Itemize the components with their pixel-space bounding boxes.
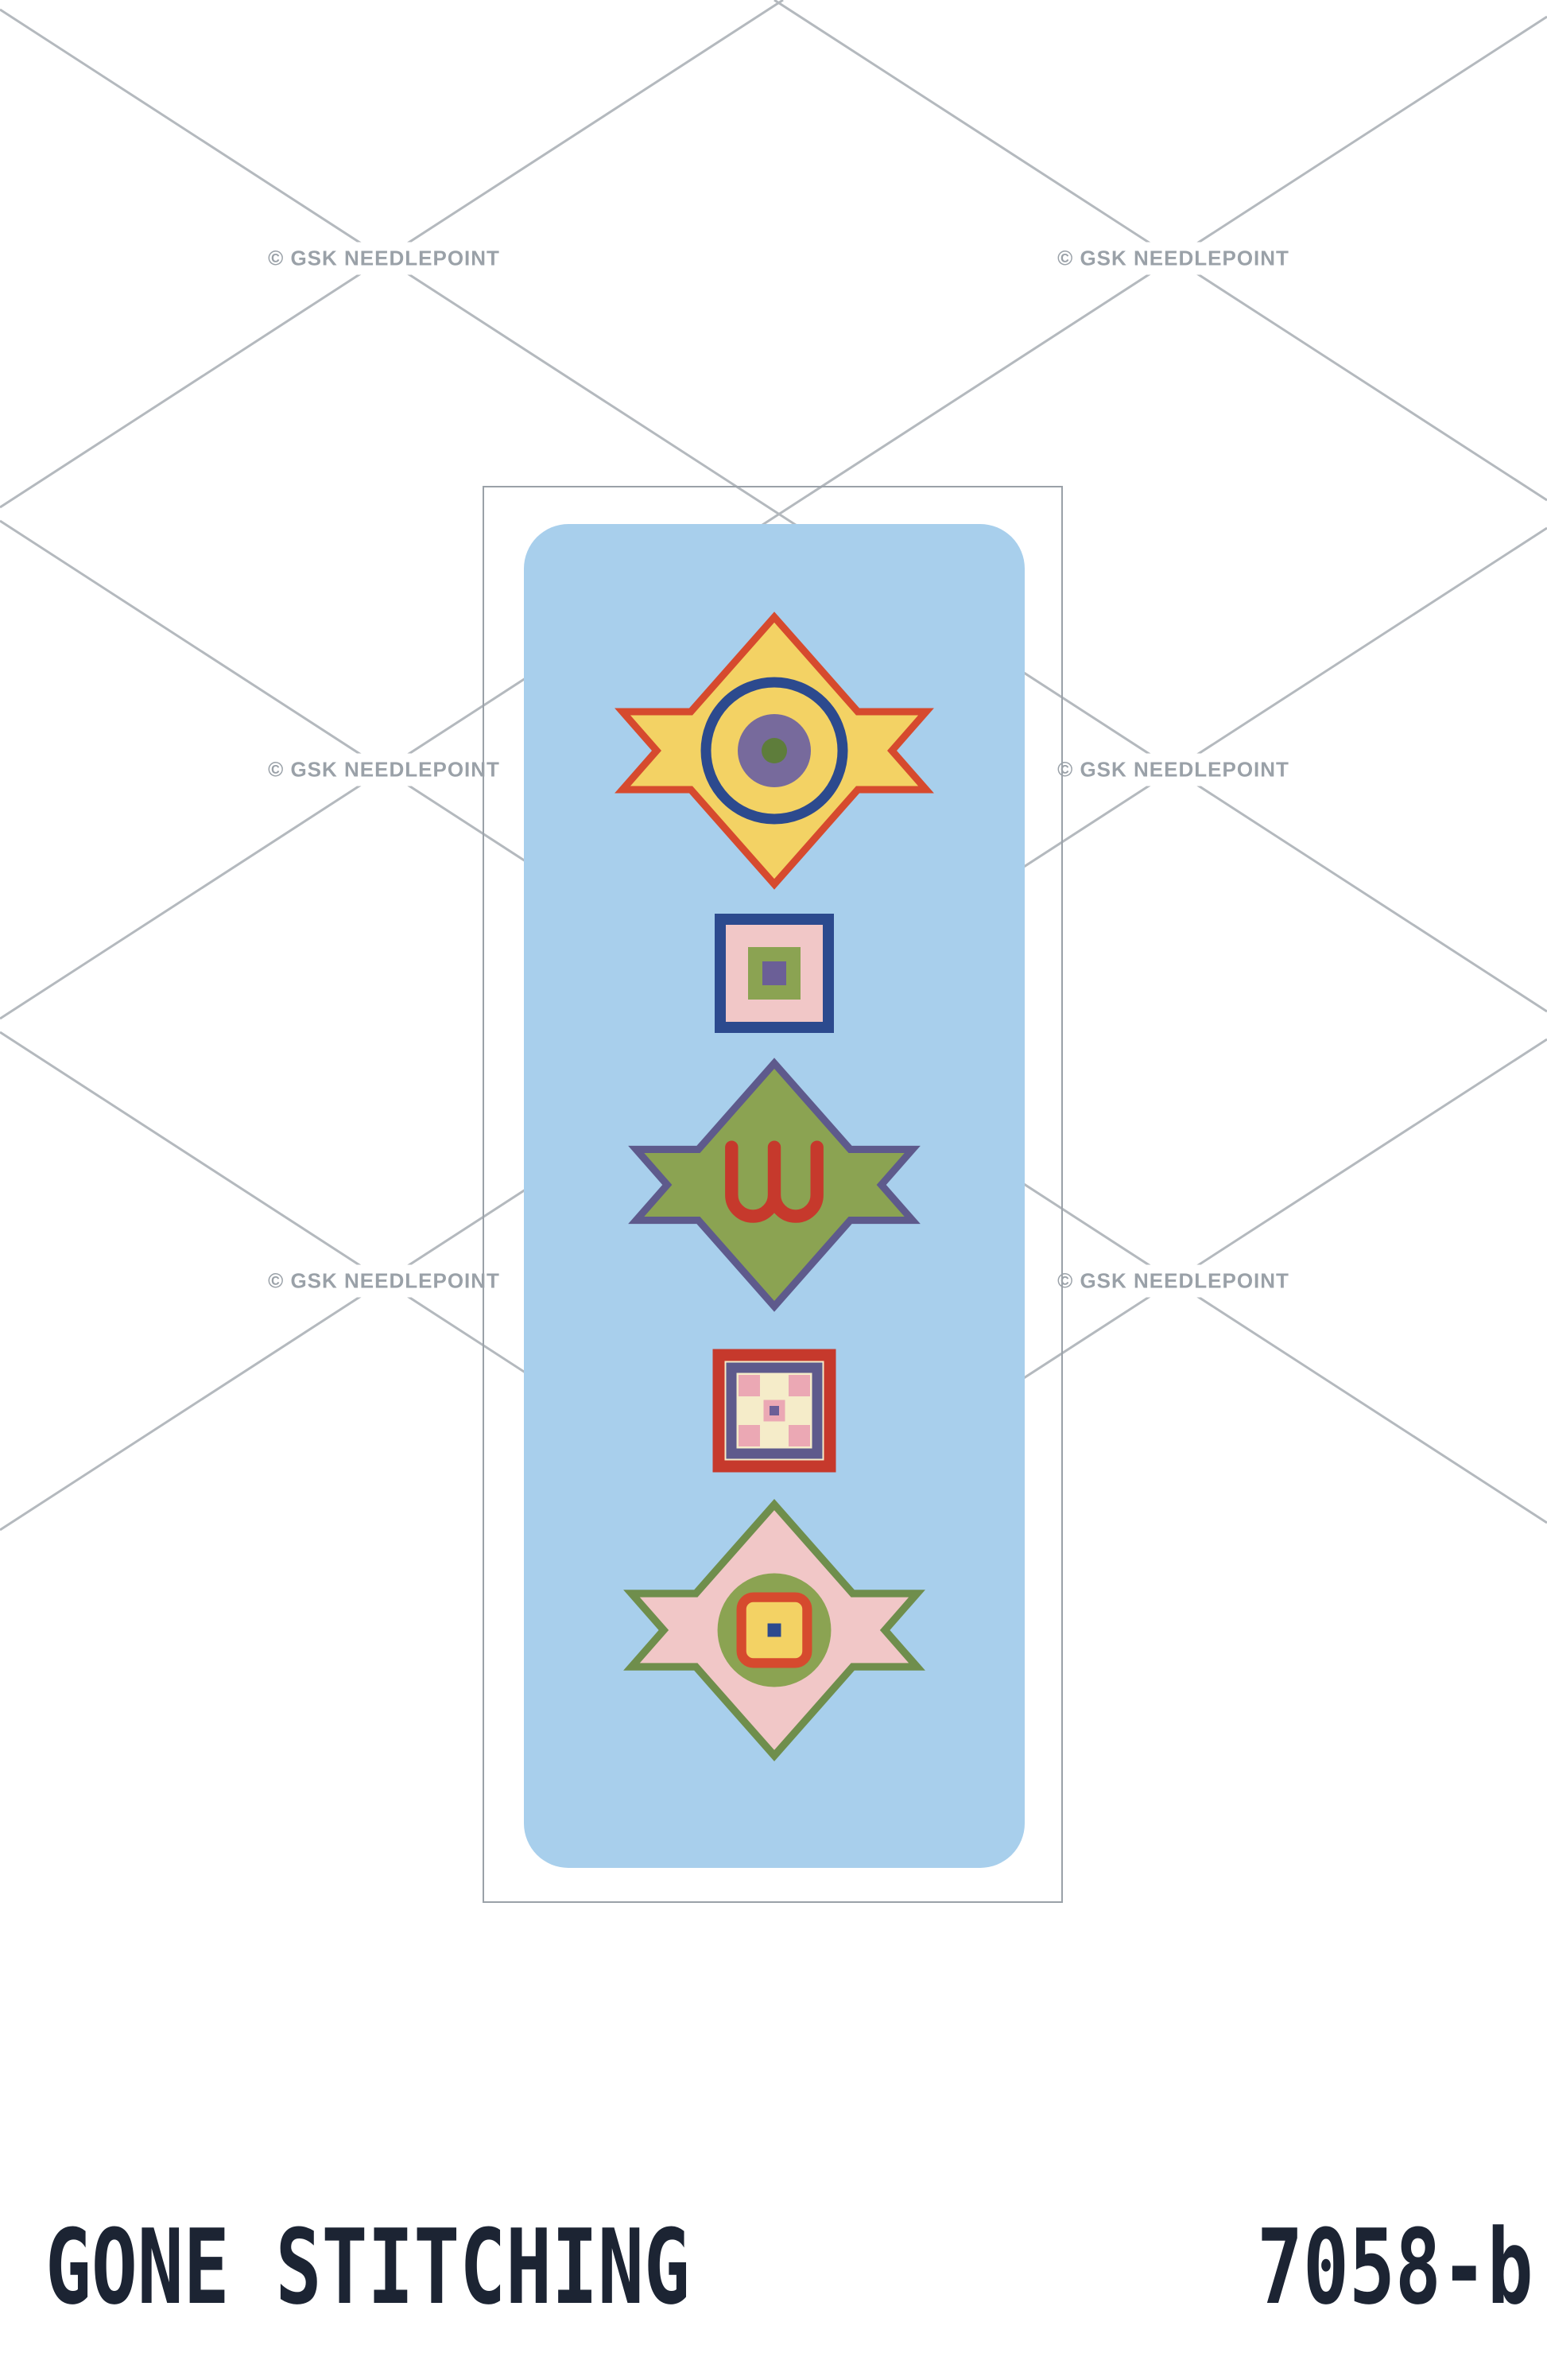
watermark-line [0, 15, 1547, 1020]
checker-square [739, 1425, 760, 1446]
brand-logo-text: GONE STITCHING [45, 2207, 690, 2328]
motif-square-upper [715, 914, 834, 1033]
star-dot [762, 738, 787, 763]
motif-star-bottom [623, 1498, 925, 1762]
watermark-text: © GSK NEEDLEPOINT [1049, 1264, 1297, 1298]
checker-center-dot [770, 1406, 779, 1415]
item-number: 7058-b [1257, 2207, 1533, 2328]
watermark-text: © GSK NEEDLEPOINT [260, 1264, 508, 1298]
trident-glyph [725, 1140, 824, 1223]
checker-square [789, 1425, 810, 1446]
watermark-text: © GSK NEEDLEPOINT [260, 753, 508, 786]
watermark-text: © GSK NEEDLEPOINT [1049, 753, 1297, 786]
watermark-text: © GSK NEEDLEPOINT [260, 242, 508, 275]
motif-star-top [615, 612, 934, 890]
checker-square [739, 1375, 760, 1396]
checker-square [789, 1375, 810, 1396]
watermark-text: © GSK NEEDLEPOINT [1049, 242, 1297, 275]
motif-square-lower [712, 1349, 836, 1473]
design-frame [483, 486, 1063, 1903]
square-center [762, 961, 786, 985]
square-outer [712, 1349, 836, 1473]
watermark-line [0, 8, 1547, 1013]
star-dot [767, 1623, 781, 1637]
square-inner-frame [726, 1362, 823, 1459]
motif-star-middle [628, 1058, 921, 1312]
